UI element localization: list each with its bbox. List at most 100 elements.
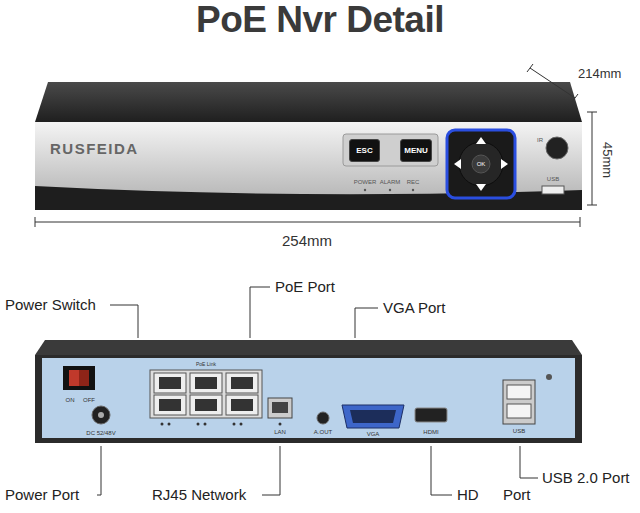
nav-pad [447,130,515,198]
dimension-tick [587,205,597,206]
switch-label: OFF [83,397,95,404]
rj45-port [154,373,186,393]
callout-label: Power Switch [5,297,96,314]
back-top-face [35,340,582,355]
back-body [35,355,582,443]
rj45-port [190,373,222,393]
callout-label: VGA Port [383,300,446,317]
dc-jack [92,406,110,424]
port-hole [272,402,288,413]
indicator-label: POWER [354,179,377,186]
port-hole [195,377,217,389]
port-label: HDMI [423,429,438,436]
hdmi-port [415,408,447,422]
led [412,189,414,191]
dc-pin [98,412,104,418]
leader-line [431,446,452,495]
vga-socket [350,410,396,423]
rj45-port [226,373,258,393]
button-text: MENU [404,146,428,155]
led [233,423,236,426]
leader-line [110,305,138,338]
leader-line [97,446,101,495]
poe-block [150,370,262,418]
port-label: USB [513,428,525,435]
leader-line [520,446,538,478]
port-label: LAN [274,429,286,436]
port-label: DC 52/48V [86,430,115,437]
arrow-down [476,184,486,191]
switch-label: ON [66,397,75,404]
port-label: USB [547,176,559,183]
screw [546,374,552,380]
power-switch [63,366,95,390]
dimension-tick [35,217,36,227]
panel-button: ESC [349,139,380,162]
back-panel [42,358,575,438]
callout-label: Power Port [5,487,79,504]
dimension-line [530,68,575,98]
leader-line [355,308,378,338]
callout-label: RJ45 Network [152,487,246,504]
leader-line [250,287,270,338]
button-panel [343,134,438,166]
usb-slot [507,385,531,399]
audio-jack [317,412,329,424]
port-hole [159,377,181,389]
rj45-port [154,395,186,415]
button-text: ESC [356,146,372,155]
button-label: OK [477,161,486,168]
top-face [35,82,582,122]
indicator-label: REC [407,179,420,186]
arrow-right [501,159,508,169]
led [364,189,366,191]
front-face [35,122,582,197]
dimension-tick [587,112,597,113]
led [168,423,171,426]
dimension-tick [527,64,533,72]
usb-slot [507,404,531,418]
callout-label: USB 2.0 Port [542,470,630,487]
dimension-label: 254mm [282,233,332,250]
arrow-up [476,137,486,144]
led [197,423,200,426]
callout-label: HD [457,487,479,504]
arrow-left [454,159,461,169]
port-hole [159,399,181,411]
dimension-line [592,112,593,205]
port-hole [231,377,253,389]
indicator-label: ALARM [380,179,401,186]
brand-name: RUSFEIDA [50,141,139,158]
rj45-port [226,395,258,415]
led [204,423,207,426]
port-label: PoE Link [196,362,216,368]
rocker [69,370,89,386]
port-label: A.OUT [314,429,332,436]
callout-label: Port [503,487,531,504]
panel-button: MENU [400,139,432,162]
vga-port [342,405,404,428]
led [279,423,282,426]
dimension-label: 214mm [578,67,621,81]
led [161,423,164,426]
nav-ring [459,142,503,186]
dimension-line [35,222,580,223]
led [389,189,391,191]
page-title: PoE Nvr Detail [0,0,640,41]
usb-ports [503,380,535,424]
dimension-tick [580,217,581,227]
port-label: IR [537,137,543,144]
callout-label: PoE Port [275,279,335,296]
leader-line [262,446,280,495]
port-hole [195,399,217,411]
front-usb [542,186,564,194]
rj45-port [190,395,222,415]
led [240,423,243,426]
rocker-half [79,370,89,386]
port-hole [231,399,253,411]
port-label: VGA [367,431,380,438]
dimension-label: 45mm [600,142,614,178]
ir-window [546,137,568,159]
